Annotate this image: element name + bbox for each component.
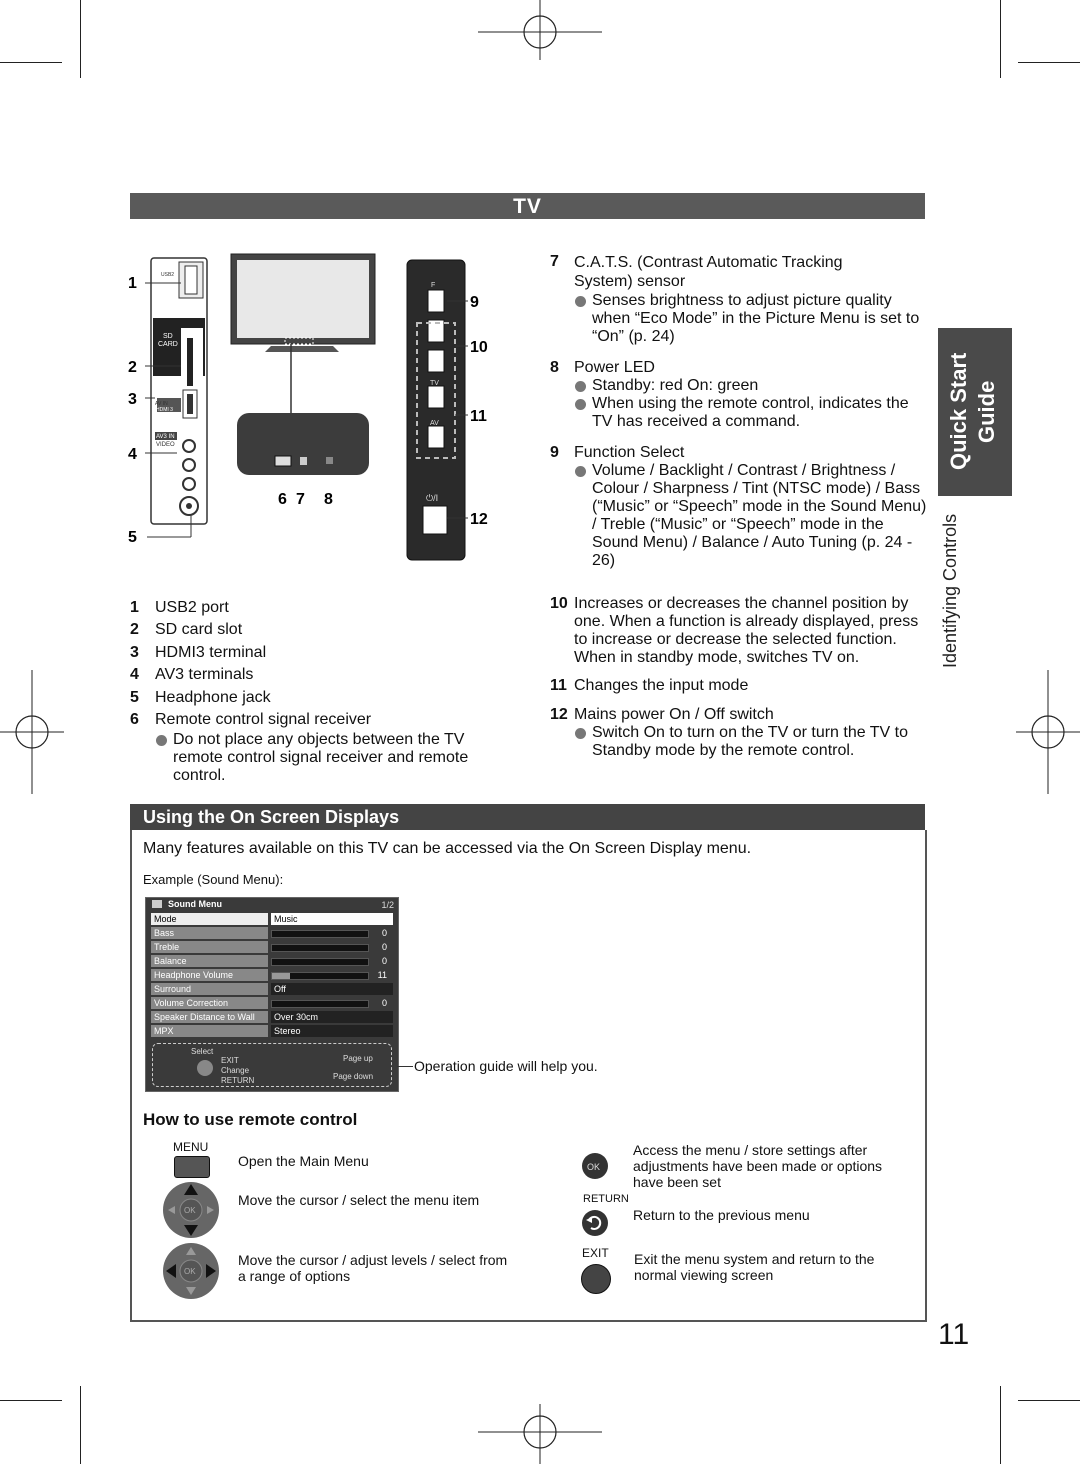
sound-menu-example: Sound Menu 1/2 Mode Music Bass 0 Treble … (145, 897, 399, 1092)
item-8-bullet-2: When using the remote control, indicates… (574, 395, 922, 431)
dpad-ok-2: OK (184, 1267, 196, 1276)
item-8-bullet-1: Standby: red On: green (574, 377, 925, 395)
dpad-updown-icon: OK (163, 1182, 219, 1238)
label-video: VIDEO (156, 442, 175, 448)
guide-callout-line (397, 1066, 413, 1067)
operation-guide: Select EXIT Change RETURN Page up Page d… (152, 1043, 392, 1087)
callout-7: 7 (296, 491, 305, 508)
menu-row-treble[interactable]: Treble 0 (149, 941, 393, 953)
exit-button-icon (581, 1264, 611, 1294)
callout-8: 8 (324, 491, 333, 508)
registration-mark-bottom (478, 1404, 602, 1464)
nav1-text: Move the cursor / select the menu item (238, 1192, 480, 1208)
exit-button-label: EXIT (582, 1246, 609, 1260)
item-7-bullet: Senses brightness to adjust picture qual… (574, 292, 932, 346)
item-12-bullet: Switch On to turn on the TV or turn the … (574, 724, 928, 760)
receiver-note: Do not place any objects between the TV … (155, 731, 518, 785)
return-button-label: RETURN (583, 1193, 629, 1205)
return-text: Return to the previous menu (633, 1207, 810, 1223)
menu-row-volume-correction[interactable]: Volume Correction 0 (149, 997, 393, 1009)
callout-4: 4 (128, 446, 137, 463)
menu-row-headphone-volume[interactable]: Headphone Volume 11 (149, 969, 393, 981)
return-button-icon (582, 1210, 608, 1236)
registration-mark-top (478, 0, 602, 60)
menu-row-mode[interactable]: Mode Music (149, 913, 393, 925)
item-7: 7 C.A.T.S. (Contrast Automatic Tracking … (550, 253, 843, 290)
example-label: Example (Sound Menu): (143, 872, 284, 887)
menu-button-label: MENU (173, 1140, 209, 1154)
label-av-button: AV (430, 420, 439, 427)
label-hdmi3: HDMI 3 (156, 407, 173, 413)
identifying-controls-label: Identifying Controls (940, 513, 960, 668)
nav2-text: Move the cursor / adjust levels / select… (238, 1252, 508, 1284)
callout-9: 9 (470, 294, 479, 311)
ok-text: Access the menu / store settings after a… (633, 1142, 883, 1190)
callout-2: 2 (128, 359, 137, 376)
dpad-ok-1: OK (184, 1206, 196, 1215)
page-number: 11 (938, 1318, 970, 1351)
exit-text: Exit the menu system and return to the n… (634, 1251, 875, 1283)
dpad-icon (197, 1060, 213, 1076)
osd-intro: Many features available on this TV can b… (143, 840, 752, 857)
menu-row-balance[interactable]: Balance 0 (149, 955, 393, 967)
ok-button-label: OK (587, 1162, 600, 1172)
callout-12: 12 (470, 511, 488, 528)
remote-title: How to use remote control (143, 1110, 358, 1129)
registration-mark-left (0, 670, 64, 794)
registration-mark-right (1016, 670, 1080, 794)
callout-11: 11 (470, 408, 487, 425)
label-av-in: AV IN (155, 401, 168, 407)
tv-controls-diagram: USB2 SD CARD AV IN HDMI 3 AV3 IN VIDEO 1… (128, 253, 488, 561)
osd-section-title: Using the On Screen Displays (130, 804, 925, 830)
label-sd: SD (163, 333, 173, 340)
menu-title: Sound Menu (168, 899, 222, 909)
label-f-button: F (431, 282, 435, 289)
music-note-icon (152, 900, 162, 908)
ok-button-icon: OK (582, 1153, 608, 1179)
menu-text: Open the Main Menu (238, 1153, 369, 1169)
menu-row-bass[interactable]: Bass 0 (149, 927, 393, 939)
section-title-tv: TV (130, 193, 925, 219)
callout-3: 3 (128, 391, 137, 408)
label-av3-in: AV3 IN (156, 434, 175, 440)
side-tab-line1: Quick Start (946, 352, 971, 470)
osd-section-box (130, 830, 927, 1322)
item-9-bullet: Volume / Backlight / Contrast / Brightne… (574, 462, 928, 570)
guide-note: Operation guide will help you. (414, 1058, 598, 1074)
callout-1: 1 (128, 275, 137, 292)
callout-10: 10 (470, 339, 488, 356)
callout-6: 6 (278, 491, 287, 508)
label-usb2: USB2 (161, 272, 174, 278)
menu-button-icon (174, 1156, 210, 1178)
label-tv-button: TV (430, 380, 439, 387)
callout-5: 5 (128, 529, 137, 546)
side-tab-line2: Guide (974, 380, 999, 443)
menu-page: 1/2 (381, 900, 394, 910)
label-card: CARD (158, 341, 178, 348)
right-control-descriptions: 7 C.A.T.S. (Contrast Automatic Tracking … (550, 253, 928, 570)
label-power-button: ⏻/I (426, 493, 438, 503)
dpad-leftright-icon: OK (163, 1243, 219, 1299)
quick-start-guide-tab: Quick Start Guide (938, 328, 1012, 496)
